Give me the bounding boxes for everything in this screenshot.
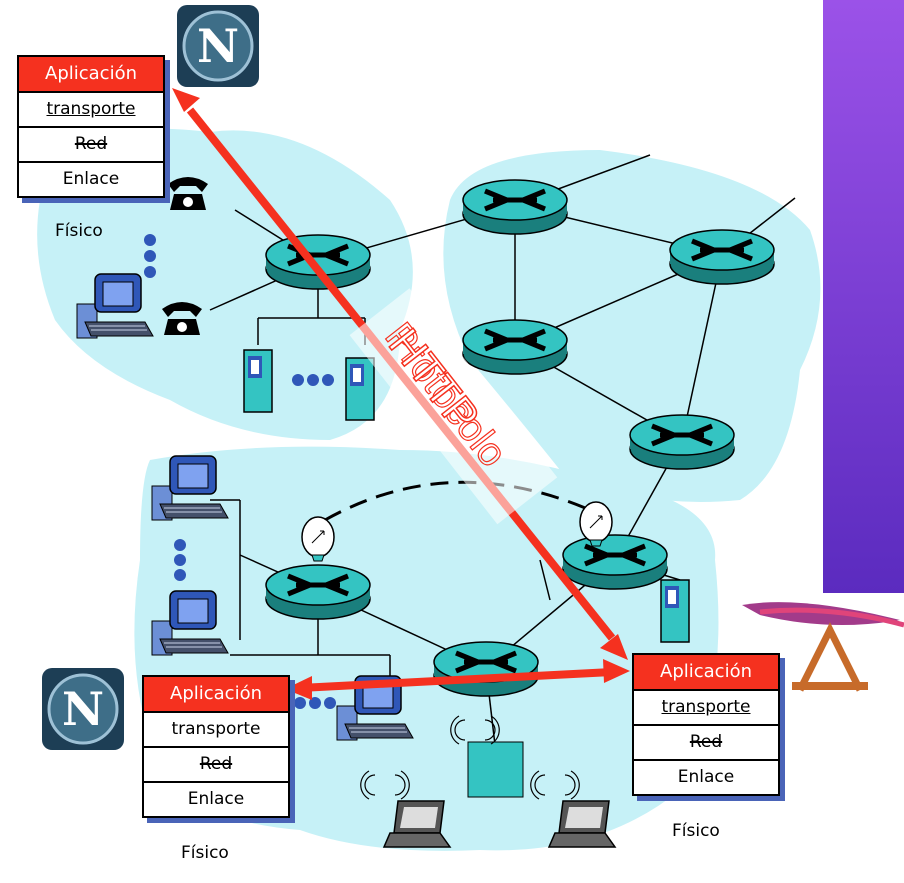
router-icon xyxy=(463,320,567,374)
layer-transport: transporte xyxy=(144,711,288,746)
layer-network: Red xyxy=(144,746,288,781)
layer-transport: transporte xyxy=(19,91,163,126)
svg-text:N: N xyxy=(62,682,104,736)
wireless-access-point-icon xyxy=(467,741,524,798)
layer-application: Aplicación xyxy=(19,57,163,91)
layer-application: Aplicación xyxy=(634,655,778,689)
router-icon xyxy=(463,180,567,234)
protocol-stack-top-left: Aplicación transporte Red Enlace xyxy=(17,55,165,198)
apache-feather-icon xyxy=(742,602,904,692)
router-icon xyxy=(563,535,667,589)
server-icon xyxy=(660,579,690,643)
netscape-browser-icon: N xyxy=(177,5,259,87)
router-icon xyxy=(670,230,774,284)
server-icon xyxy=(345,357,375,421)
layer-link: Enlace xyxy=(19,161,163,196)
layer-physical: Físico xyxy=(672,821,720,841)
layer-application: Aplicación xyxy=(144,677,288,711)
layer-link: Enlace xyxy=(144,781,288,816)
router-icon xyxy=(434,642,538,696)
layer-transport: transporte xyxy=(634,689,778,724)
router-icon xyxy=(266,235,370,289)
router-icon xyxy=(630,415,734,469)
side-accent-bar xyxy=(823,0,904,593)
router-icon xyxy=(266,565,370,619)
layer-network: Red xyxy=(19,126,163,161)
http-arrow-bottom xyxy=(285,659,630,700)
layer-link: Enlace xyxy=(634,759,778,794)
layer-physical: Físico xyxy=(181,843,229,863)
protocol-stack-right: Aplicación transporte Red Enlace xyxy=(632,653,780,796)
netscape-browser-icon: N xyxy=(42,668,124,750)
server-icon xyxy=(243,349,273,413)
layer-network: Red xyxy=(634,724,778,759)
svg-text:N: N xyxy=(197,19,239,73)
ellipsis-dots xyxy=(144,234,336,709)
protocol-stack-bottom-left: Aplicación transporte Red Enlace xyxy=(142,675,290,818)
layer-physical: Físico xyxy=(55,221,103,241)
cloud-top-left xyxy=(37,128,413,441)
satellite-link xyxy=(324,480,591,522)
